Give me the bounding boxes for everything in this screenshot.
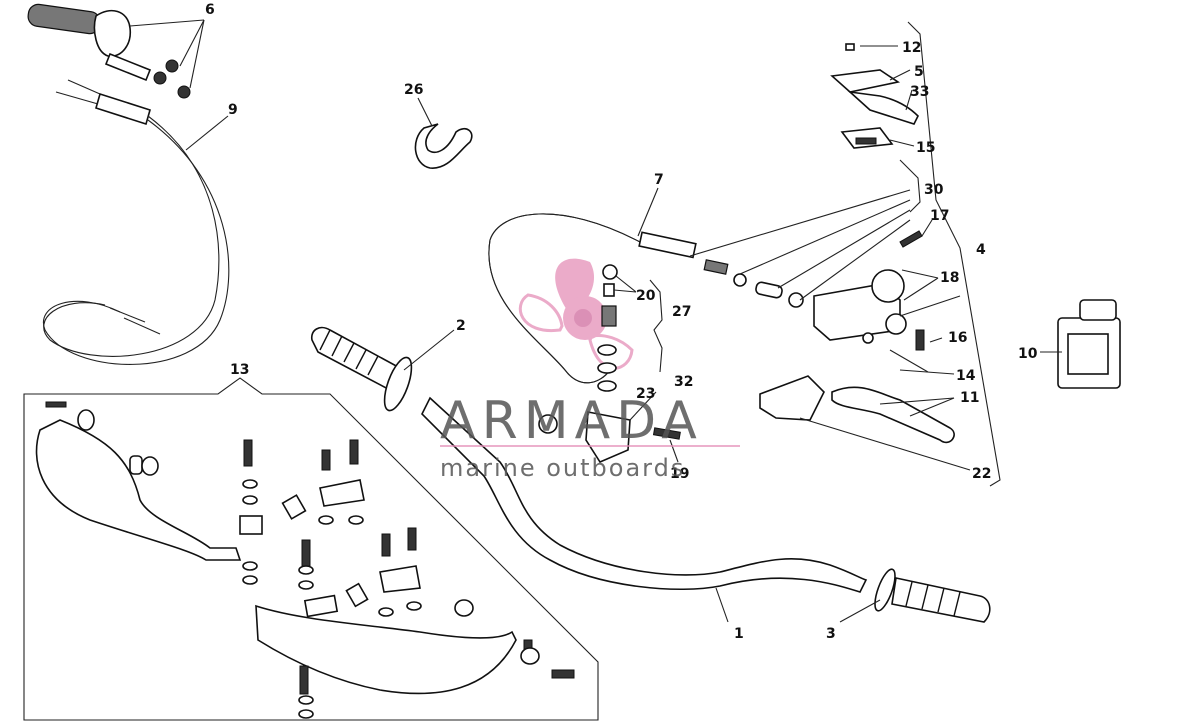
callout-7: 7	[654, 172, 664, 188]
callout-26: 26	[404, 82, 423, 98]
handguard-kit-boundary	[23, 377, 599, 721]
callout-11: 11	[960, 390, 979, 406]
callout-5: 5	[914, 64, 924, 80]
watermark-subtitle: marine outboards	[440, 454, 685, 482]
callout-17: 17	[930, 208, 949, 224]
banjo-fittings	[538, 264, 681, 464]
callout-6: 6	[205, 2, 215, 18]
callout-14: 14	[956, 368, 976, 384]
watermark-logo	[518, 258, 634, 370]
callout-20: 20	[636, 288, 656, 304]
watermark-title: ARMADA	[440, 391, 703, 451]
callout-13: 13	[230, 362, 249, 378]
cable-clamp	[414, 123, 473, 169]
callout-33: 33	[910, 84, 929, 100]
callout-22: 22	[972, 466, 991, 482]
callout-15: 15	[916, 140, 935, 156]
throttle-assembly	[27, 3, 230, 365]
clutch-master-cylinder	[759, 43, 955, 444]
callout-3: 3	[826, 626, 836, 642]
callout-27: 27	[672, 304, 691, 320]
clutch-cable	[488, 213, 804, 384]
callout-18: 18	[940, 270, 959, 286]
callout-labels: 6 9 26 7 2 13 20 27 32 23 19 1 3 12 5 33…	[205, 2, 1038, 642]
callout-1: 1	[734, 626, 744, 642]
callout-23: 23	[636, 386, 655, 402]
callout-30: 30	[924, 182, 944, 198]
fluid-bottle	[1057, 299, 1121, 389]
callout-10: 10	[1018, 346, 1038, 362]
watermark: ARMADA marine outboards	[440, 391, 740, 482]
callout-2: 2	[456, 318, 466, 334]
callout-12: 12	[902, 40, 921, 56]
handguard-parts	[35, 401, 575, 719]
leader-lines	[129, 19, 1062, 623]
callout-19: 19	[670, 466, 689, 482]
handlebar	[310, 326, 991, 623]
callout-32: 32	[674, 374, 693, 390]
callout-9: 9	[228, 102, 238, 118]
callout-16: 16	[948, 330, 967, 346]
callout-4: 4	[976, 242, 986, 258]
